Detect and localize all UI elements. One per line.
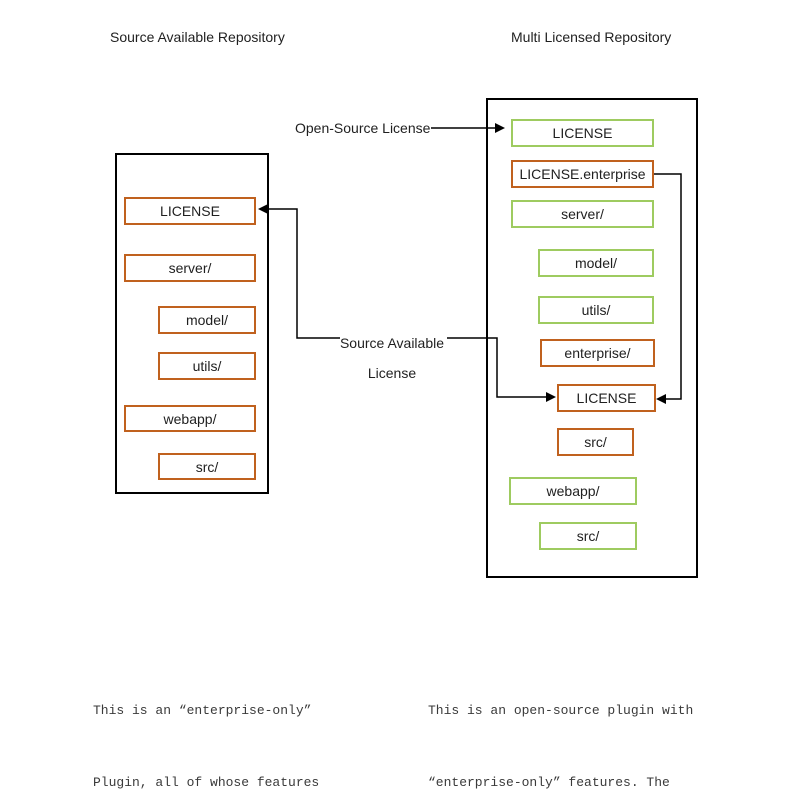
source-available-label-line1: Source Available [339, 335, 445, 351]
left-file-box-webapp: webapp/ [124, 405, 256, 432]
caption-line: Plugin, all of whose features [93, 775, 320, 790]
right-file-box-webapp: webapp/ [509, 477, 637, 505]
file-label: webapp/ [546, 483, 600, 499]
caption-line: “enterprise-only” features. The [428, 775, 670, 790]
source-available-label-line2: License [367, 365, 417, 381]
left-file-box-model: model/ [158, 306, 256, 334]
file-label: utils/ [192, 358, 222, 374]
file-label: model/ [574, 255, 618, 271]
right-file-box-utils: utils/ [538, 296, 654, 324]
file-label: LICENSE [160, 203, 220, 219]
file-label: LICENSE [552, 125, 613, 141]
right-file-box-server: server/ [511, 200, 654, 228]
right-file-box-model: model/ [538, 249, 654, 277]
right-file-box-enterprise-src: src/ [557, 428, 634, 456]
file-label: model/ [185, 312, 229, 328]
file-label: LICENSE.enterprise [519, 166, 646, 182]
right-repo-title: Multi Licensed Repository [511, 29, 672, 45]
file-label: enterprise/ [564, 345, 631, 361]
file-label: server/ [168, 260, 212, 276]
file-label: utils/ [581, 302, 611, 318]
source-available-arrow-left [258, 204, 340, 339]
right-file-box-inner-license: LICENSE [557, 384, 656, 412]
file-label: src/ [584, 434, 607, 450]
left-file-box-utils: utils/ [158, 352, 256, 380]
file-label: LICENSE [576, 390, 637, 406]
left-repo-caption: This is an “enterprise-only” Plugin, all… [93, 651, 366, 801]
caption-line: This is an open-source plugin with [428, 703, 694, 718]
right-file-box-license-open: LICENSE [511, 119, 654, 147]
right-file-box-license-enterprise: LICENSE.enterprise [511, 160, 654, 188]
left-file-box-server: server/ [124, 254, 256, 282]
source-available-license-label: Source Available License [330, 328, 454, 388]
right-repo-caption: This is an open-source plugin with “ente… [428, 651, 693, 801]
right-file-box-webapp-src: src/ [539, 522, 637, 550]
file-label: src/ [576, 528, 600, 544]
right-file-box-enterprise-folder: enterprise/ [540, 339, 655, 367]
file-label: server/ [561, 206, 604, 222]
left-repo-title: Source Available Repository [110, 29, 285, 45]
file-label: src/ [195, 458, 219, 475]
left-file-box-license: LICENSE [124, 197, 256, 225]
left-file-box-src: src/ [158, 453, 256, 480]
open-source-license-label: Open-Source License [295, 120, 431, 136]
file-label: webapp/ [163, 410, 217, 427]
caption-line: This is an “enterprise-only” [93, 703, 312, 718]
